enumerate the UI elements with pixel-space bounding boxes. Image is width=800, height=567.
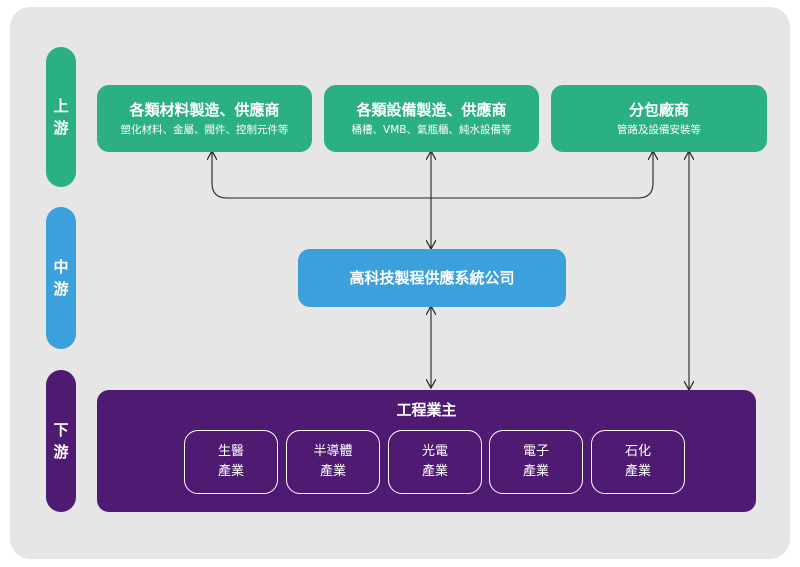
downstream-project-owner: 工程業主 [97, 390, 756, 512]
stage-midstream-char-2: 游 [53, 280, 69, 298]
stage-upstream-char-2: 游 [53, 119, 69, 137]
stage-midstream-label: 中 游 [46, 207, 76, 349]
midstream-system-company: 高科技製程供應系統公司 [298, 249, 566, 307]
upstream-materials-subtitle: 塑化材料、金屬、閥件、控制元件等 [120, 123, 289, 136]
industry-optoelectronics: 光電 產業 [388, 430, 482, 494]
stage-upstream-char-1: 上 [53, 97, 69, 115]
industry-optoelectronics-suffix: 產業 [421, 464, 448, 479]
upstream-subcontractors: 分包廠商 管路及設備安裝等 [551, 85, 767, 152]
downstream-title: 工程業主 [396, 401, 457, 419]
upstream-equipment-suppliers: 各類設備製造、供應商 桶槽、VMB、氣瓶櫃、純水設備等 [324, 85, 539, 152]
industry-petrochemical-name: 石化 [624, 444, 651, 459]
stage-downstream-label: 下 游 [46, 370, 76, 512]
industry-biomedical: 生醫 產業 [184, 430, 278, 494]
stage-downstream-char-1: 下 [53, 421, 69, 439]
industry-electronics: 電子 產業 [489, 430, 583, 494]
industry-optoelectronics-name: 光電 [421, 444, 448, 459]
industry-electronics-name: 電子 [522, 444, 549, 459]
stage-downstream-char-2: 游 [53, 443, 69, 461]
upstream-equipment-title: 各類設備製造、供應商 [356, 100, 507, 119]
arrow-materials-to-subcontractor [212, 152, 653, 199]
stage-midstream-char-1: 中 [53, 258, 69, 276]
midstream-title: 高科技製程供應系統公司 [349, 269, 515, 287]
industry-semiconductor-name: 半導體 [313, 444, 353, 459]
upstream-equipment-subtitle: 桶槽、VMB、氣瓶櫃、純水設備等 [351, 123, 512, 136]
upstream-materials-title: 各類材料製造、供應商 [129, 100, 280, 119]
industry-petrochemical: 石化 產業 [591, 430, 685, 494]
industry-biomedical-name: 生醫 [217, 444, 244, 459]
upstream-subcontractors-subtitle: 管路及設備安裝等 [617, 123, 701, 136]
industry-electronics-suffix: 產業 [522, 464, 549, 479]
industry-semiconductor: 半導體 產業 [286, 430, 380, 494]
upstream-materials-suppliers: 各類材料製造、供應商 塑化材料、金屬、閥件、控制元件等 [97, 85, 312, 152]
upstream-subcontractors-title: 分包廠商 [628, 100, 689, 119]
industry-biomedical-suffix: 產業 [217, 464, 244, 479]
industry-petrochemical-suffix: 產業 [624, 464, 651, 479]
stage-upstream-label: 上 游 [46, 47, 76, 187]
industry-semiconductor-suffix: 產業 [319, 464, 346, 479]
